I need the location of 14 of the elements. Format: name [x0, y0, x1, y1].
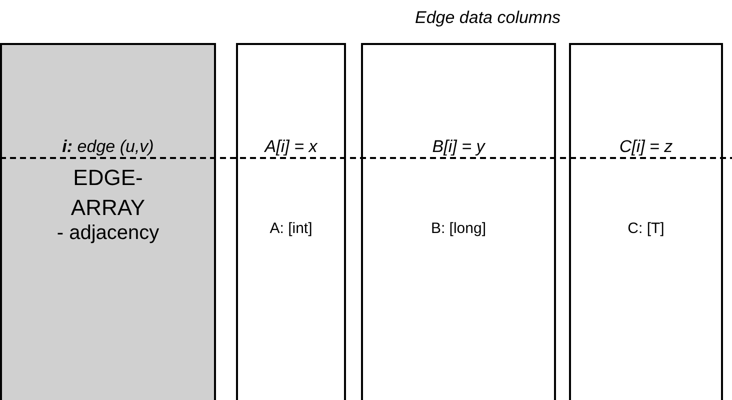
type-label: B: [long]	[430, 220, 488, 237]
index-label: B[i] = y	[431, 137, 486, 157]
index-label: A[i] = x	[263, 137, 318, 157]
index-label: C[i] = z	[618, 137, 674, 157]
diagram-title: Edge data columns	[415, 8, 561, 28]
array-column	[0, 43, 216, 400]
column-title: EDGE-ARRAY	[70, 164, 146, 222]
column-subtitle: - adjacency	[56, 222, 160, 245]
index-label: i: edge (u,v)	[61, 137, 155, 157]
data-column	[361, 43, 556, 400]
type-label: A: [int]	[268, 220, 314, 237]
data-column	[236, 43, 346, 400]
type-label: C: [T]	[626, 220, 666, 237]
data-column	[569, 43, 723, 400]
